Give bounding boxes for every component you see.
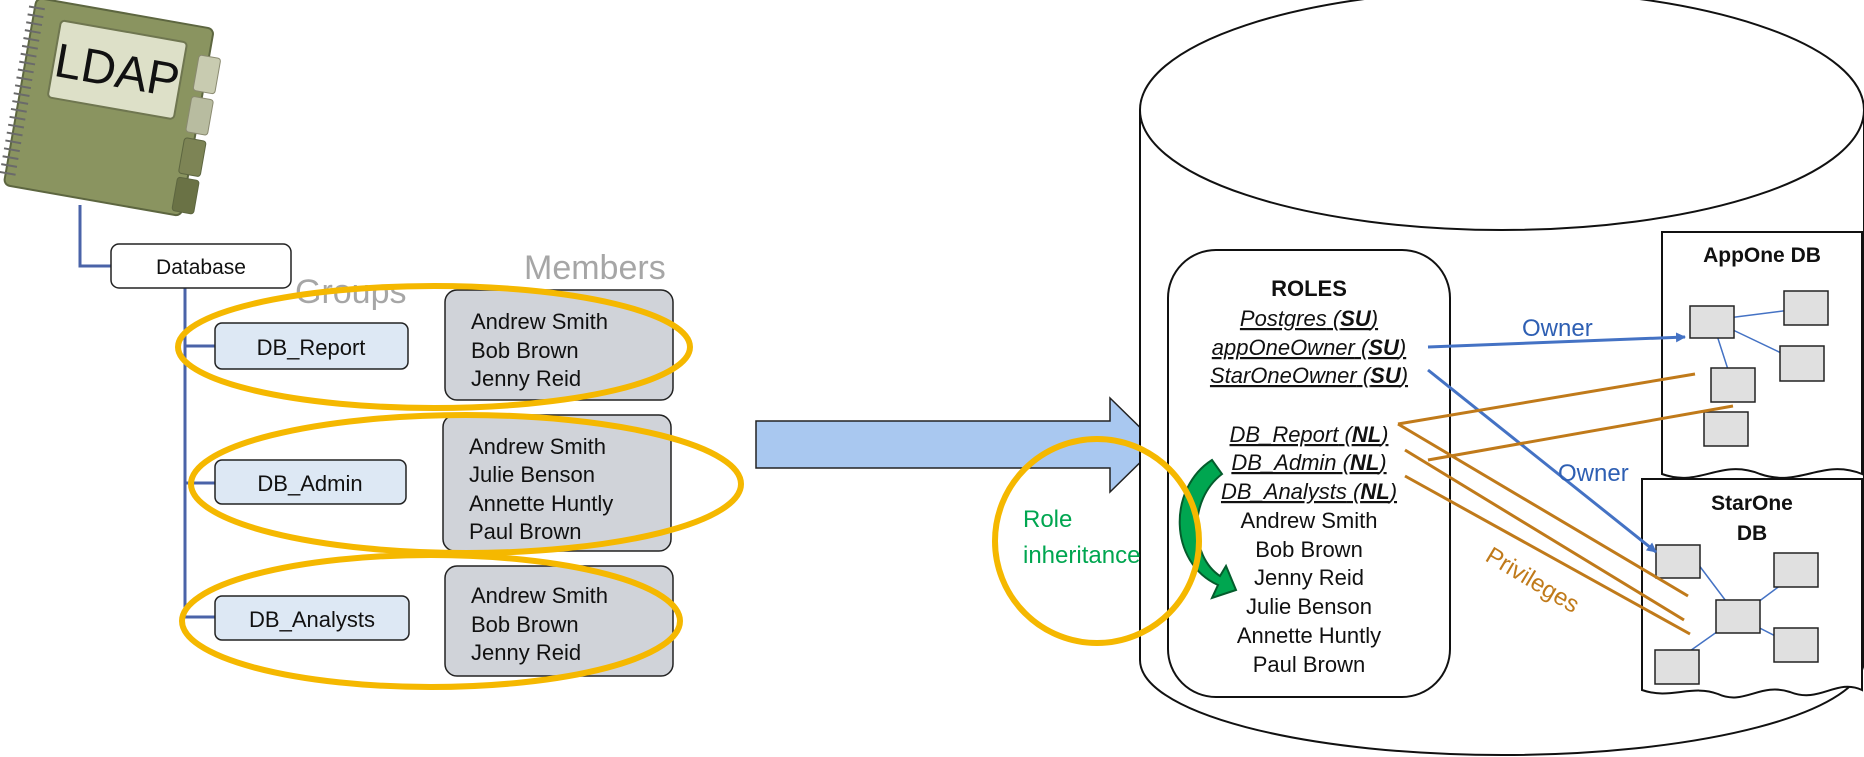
role-inheritance-ellipse xyxy=(992,436,1202,646)
group-row-db-analysts: DB_Analysts Andrew Smith Bob Brown Jenny… xyxy=(179,552,683,690)
appone-db-label: AppOne DB xyxy=(1703,244,1821,267)
owner-label-starone: Owner xyxy=(1558,460,1629,487)
table-icon xyxy=(1715,599,1761,634)
role-group: DB_Report (NL) xyxy=(1230,422,1389,447)
owner-arrow-appone xyxy=(1427,332,1686,349)
owner-arrows xyxy=(1427,332,1686,554)
owner-arrow-starone xyxy=(1427,368,1657,554)
group-highlight-ellipse xyxy=(175,283,693,411)
member-name: Julie Benson xyxy=(469,462,595,487)
roles-box xyxy=(1167,249,1451,698)
group-node-label: DB_Report xyxy=(257,335,366,360)
starone-db-label-1: StarOne xyxy=(1711,492,1793,515)
database-node: Database xyxy=(110,243,292,289)
member-name: Jenny Reid xyxy=(471,640,581,665)
starone-db-document: StarOne DB xyxy=(1641,478,1863,699)
table-icon xyxy=(1655,544,1701,579)
group-node xyxy=(214,459,407,505)
members-header: Members xyxy=(524,249,666,287)
member-name: Andrew Smith xyxy=(469,434,606,459)
table-icon xyxy=(1654,649,1700,685)
member-name: Andrew Smith xyxy=(471,583,608,608)
role-superuser: StarOneOwner (SU) xyxy=(1210,363,1408,388)
member-name: Annette Huntly xyxy=(469,491,613,516)
privilege-lines xyxy=(1397,372,1734,636)
table-icon xyxy=(1689,305,1735,339)
group-row-db-report: DB_Report Andrew Smith Bob Brown Jenny R… xyxy=(175,283,693,411)
table-icon xyxy=(1703,411,1749,447)
tree-connectors xyxy=(78,205,215,619)
group-node xyxy=(214,595,410,641)
table-icon xyxy=(1779,345,1825,382)
member-name: Paul Brown xyxy=(469,519,582,544)
role-user: Jenny Reid xyxy=(1254,565,1364,590)
member-name: Andrew Smith xyxy=(471,309,608,334)
group-row-db-admin: DB_Admin Andrew Smith Julie Benson Annet… xyxy=(188,412,744,556)
group-node-label: DB_Analysts xyxy=(249,607,375,632)
roles-title: ROLES xyxy=(1271,276,1347,301)
starone-db-label-2: DB xyxy=(1737,522,1767,545)
role-inheritance-label-2: inheritance xyxy=(1023,542,1140,569)
role-user: Bob Brown xyxy=(1255,537,1363,562)
role-group: DB_Admin (NL) xyxy=(1231,450,1386,475)
table-icon xyxy=(1773,552,1819,588)
member-name: Jenny Reid xyxy=(471,366,581,391)
appone-db-document: AppOne DB xyxy=(1661,231,1863,479)
database-node-label: Database xyxy=(156,256,246,279)
role-user: Paul Brown xyxy=(1253,652,1366,677)
role-user: Julie Benson xyxy=(1246,594,1372,619)
table-icon xyxy=(1783,290,1829,326)
owner-label-appone: Owner xyxy=(1522,315,1593,342)
role-inheritance-label-1: Role xyxy=(1023,506,1072,533)
role-user: Andrew Smith xyxy=(1241,508,1378,533)
member-name: Bob Brown xyxy=(471,612,579,637)
group-highlight-ellipse xyxy=(179,552,683,690)
group-node-label: DB_Admin xyxy=(257,471,362,496)
role-superuser: appOneOwner (SU) xyxy=(1212,335,1406,360)
member-name: Bob Brown xyxy=(471,338,579,363)
group-node xyxy=(214,322,409,370)
table-icon xyxy=(1773,627,1819,663)
role-superuser: Postgres (SU) xyxy=(1240,306,1378,331)
ldap-notebook-icon: LDAP xyxy=(0,0,221,217)
table-icon xyxy=(1710,367,1756,403)
big-right-arrow xyxy=(755,396,1160,494)
role-group: DB_Analysts (NL) xyxy=(1221,479,1397,504)
role-user: Annette Huntly xyxy=(1237,623,1381,648)
